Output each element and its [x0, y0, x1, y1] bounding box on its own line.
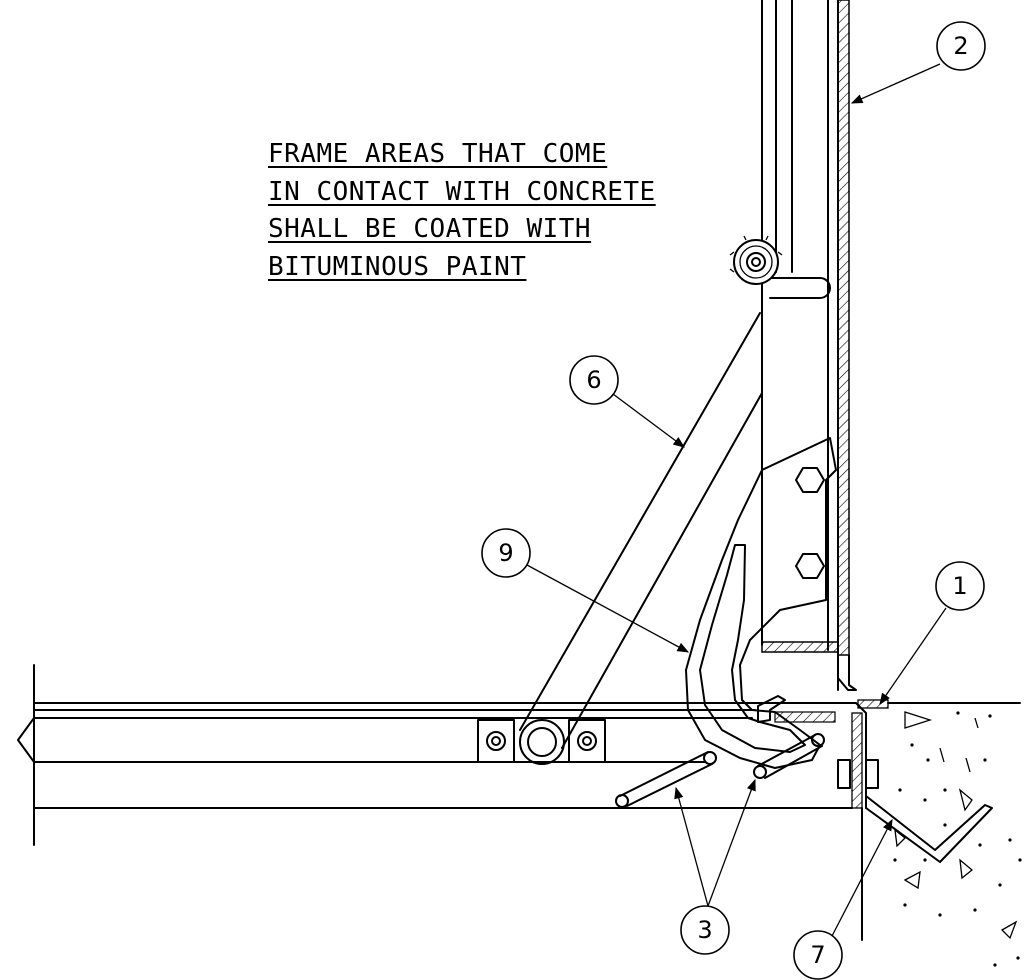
- hinge-plate: [685, 437, 837, 769]
- callout-1-label: 1: [952, 572, 967, 600]
- callout-9: 9: [481, 528, 531, 578]
- seat-angle: [755, 695, 889, 809]
- callout-9-label: 9: [498, 539, 513, 567]
- callout-3-label: 3: [697, 916, 712, 944]
- concrete-section: [861, 702, 1022, 967]
- callout-2-label: 2: [953, 32, 968, 60]
- note-line-1: FRAME AREAS THAT COME: [268, 139, 608, 169]
- callout-7-label: 7: [810, 941, 825, 969]
- callout-1: 1: [935, 561, 985, 611]
- note-line-2: IN CONTACT WITH CONCRETE: [268, 177, 656, 207]
- horizontal-beam: [17, 664, 853, 846]
- diagonal-strut: [519, 312, 763, 765]
- adjuster-knob: [729, 235, 831, 299]
- gate-frame: [761, 0, 857, 691]
- callout-2: 2: [936, 21, 986, 71]
- callout-6-label: 6: [586, 366, 601, 394]
- callout-7: 7: [793, 930, 843, 980]
- leader-lines: [526, 63, 947, 937]
- note-line-3: SHALL BE COATED WITH: [268, 214, 592, 244]
- rods: [615, 733, 825, 808]
- callout-6: 6: [569, 355, 619, 405]
- note-line-4: BITUMINOUS PAINT: [268, 252, 527, 282]
- callout-3: 3: [680, 905, 730, 955]
